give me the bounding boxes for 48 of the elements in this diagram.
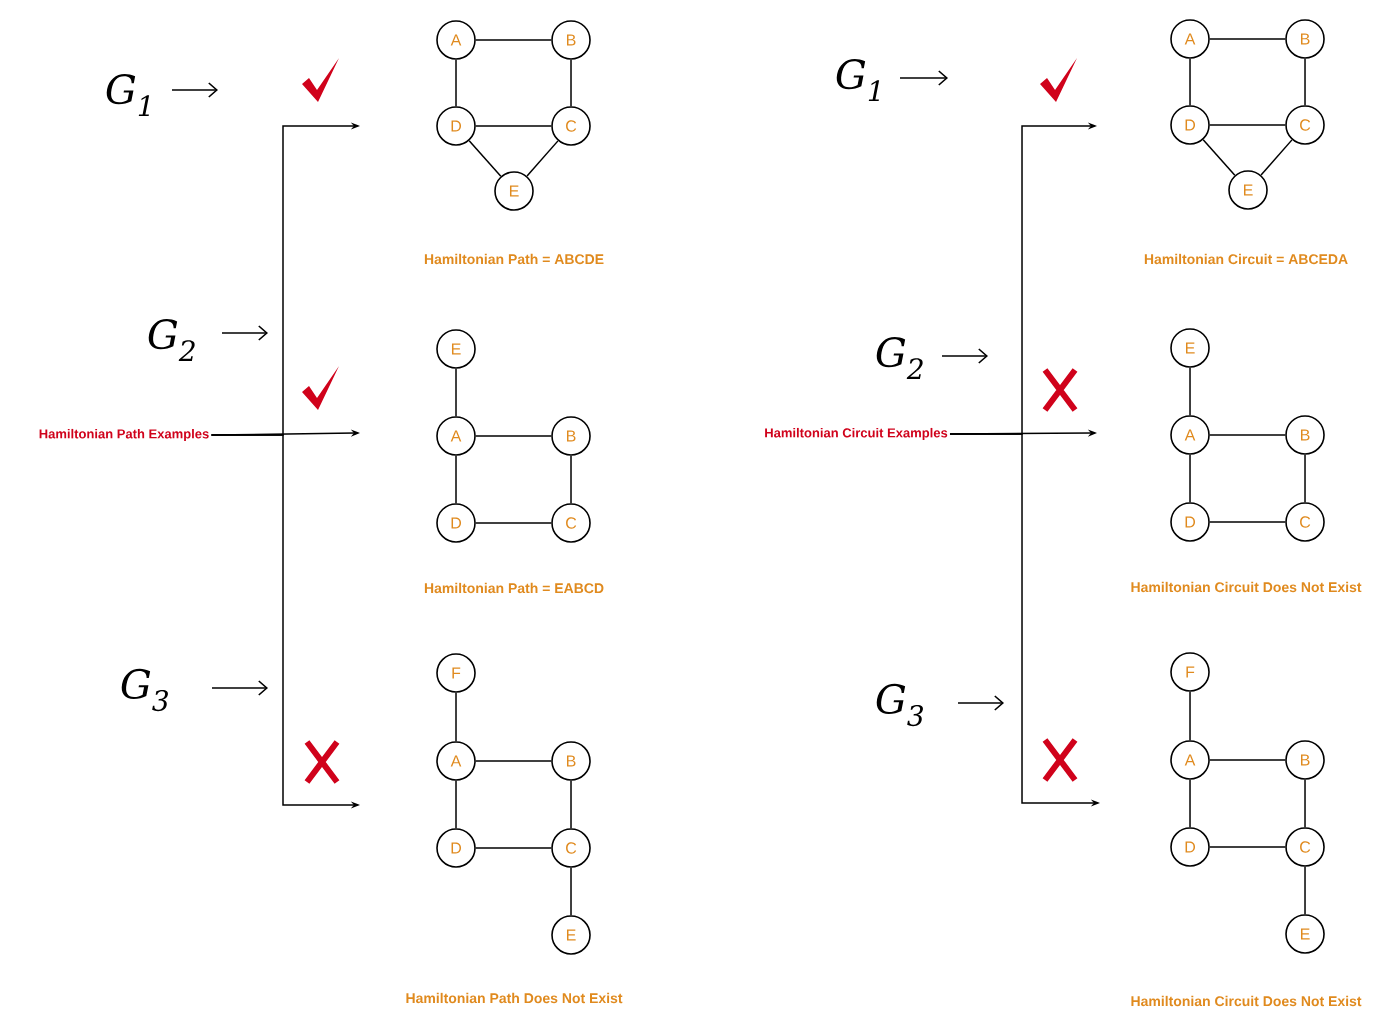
graph-edge (1209, 759, 1286, 761)
title-text: Hamiltonian Circuit Examples (765, 427, 948, 441)
title-text: Hamiltonian Path Examples (39, 428, 209, 442)
graph-name: G$_{1}$ (836, 59, 880, 101)
graph-edge (468, 140, 502, 177)
caption-text: Hamiltonian Path Does Not Exist (406, 992, 623, 1004)
graph-edge (475, 760, 552, 762)
graph-edge (455, 59, 457, 107)
graph-edge (1202, 139, 1236, 176)
graph-edge (1209, 846, 1286, 848)
caption-text: Hamiltonian Circuit Does Not Exist (1131, 995, 1362, 1007)
graph-name: G$_{1}$ (106, 74, 150, 116)
graph-edge (1209, 124, 1286, 126)
graph-name: G$_{2}$ (148, 319, 195, 361)
graph-edge (1304, 454, 1306, 503)
graph-edge (1304, 866, 1306, 915)
graph-edge (526, 140, 559, 177)
graph-edge (455, 692, 457, 742)
graph-edge (1189, 691, 1191, 741)
graph-edge (455, 455, 457, 504)
graph-edge (475, 522, 552, 524)
caption-text: Hamiltonian Path = EABCD (424, 582, 604, 594)
graph-edge (1189, 454, 1191, 503)
graph-edge (455, 368, 457, 417)
graph-edge (475, 39, 552, 41)
graph-name: G$_{2}$ (876, 337, 923, 379)
graph-edge (1189, 58, 1191, 106)
caption-text: Hamiltonian Circuit Does Not Exist (1131, 581, 1362, 593)
graph-edge (570, 780, 572, 829)
graph-edge (455, 780, 457, 829)
graph-edge (475, 847, 552, 849)
graph-edge (570, 867, 572, 916)
graph-edge (475, 125, 552, 127)
graph-edge (1209, 434, 1286, 436)
graph-edge (1304, 779, 1306, 828)
graph-edge (1189, 779, 1191, 828)
graph-edge (1209, 521, 1286, 523)
graph-edge (1304, 58, 1306, 106)
graph-edge (1189, 367, 1191, 416)
graph-name: G$_{3}$ (876, 683, 923, 727)
graph-edge (1209, 38, 1286, 40)
graph-edge (475, 435, 552, 437)
graph-name: G$_{3}$ (121, 668, 168, 712)
graph-edge (1260, 139, 1293, 176)
graph-edge (570, 455, 572, 504)
graph-edge (570, 59, 572, 107)
caption-text: Hamiltonian Circuit = ABCEDA (1144, 253, 1348, 265)
caption-text: Hamiltonian Path = ABCDE (424, 253, 604, 265)
